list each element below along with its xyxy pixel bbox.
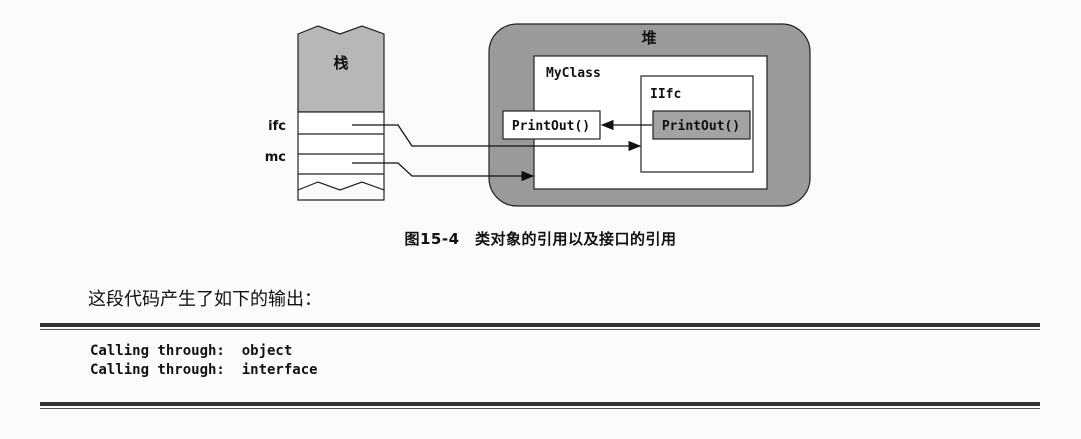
output-top-rule — [40, 323, 1040, 327]
ifc-label: ifc — [268, 119, 286, 134]
printout-iifc-label: PrintOut() — [662, 119, 740, 134]
heap-area: 堆 MyClass IIfc PrintOut() PrintOut() — [488, 23, 811, 207]
heap-label: 堆 — [641, 29, 656, 47]
mc-label: mc — [265, 150, 286, 165]
myclass-label: MyClass — [546, 66, 601, 81]
output-top-rule-thin — [40, 329, 1040, 330]
arrow-ifc-to-iifc — [352, 124, 642, 152]
intro-text: 这段代码产生了如下的输出： — [88, 289, 322, 310]
printout-iifc-box — [652, 110, 751, 140]
printout-class-label: PrintOut() — [512, 119, 590, 134]
iifc-label: IIfc — [650, 87, 681, 102]
output-bottom-rule — [40, 402, 1040, 406]
printout-class-box — [502, 110, 601, 140]
output-line: Calling through: interface — [90, 362, 318, 378]
output-bottom-rule-thin — [40, 408, 1040, 409]
stack-label: 栈 — [333, 54, 348, 72]
arrow-mc-to-myclass — [352, 162, 535, 182]
figure-caption: 图15-4 类对象的引用以及接口的引用 — [404, 230, 677, 248]
stack-column: 栈 — [297, 25, 385, 201]
output-line: Calling through: object — [90, 343, 293, 359]
